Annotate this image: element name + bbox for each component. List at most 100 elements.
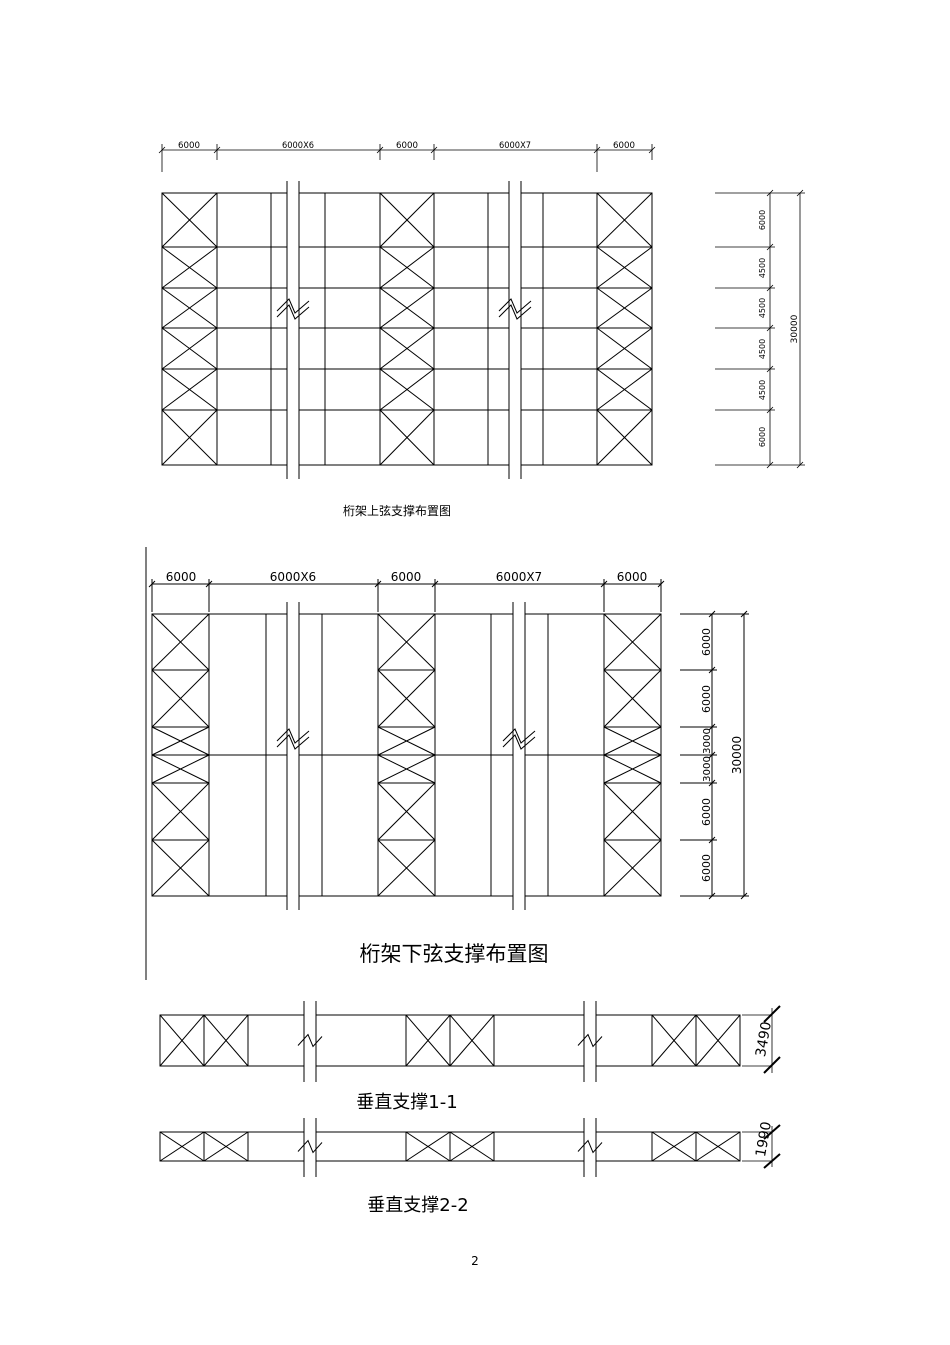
top-bracing-cross xyxy=(379,368,435,411)
top-dim-side-6: 6000 xyxy=(758,427,767,447)
top-break-1-zigzag xyxy=(276,298,310,314)
section-1-break-zigzag xyxy=(297,1033,323,1048)
top-break-2-mask xyxy=(509,181,521,477)
bottom-bracing-cross xyxy=(377,669,436,728)
top-bracing-cross xyxy=(161,368,218,411)
top-bracing-cross xyxy=(596,287,653,329)
top-bracing-cross xyxy=(596,192,653,248)
top-bracing-cross xyxy=(596,327,653,370)
top-dim-side-1: 6000 xyxy=(758,210,767,230)
top-dim-bay-2: 6000X6 xyxy=(282,141,314,151)
top-dim-side-2: 4500 xyxy=(758,258,767,278)
top-bracing-cross xyxy=(161,327,218,370)
bottom-bracing-cross xyxy=(151,839,210,897)
vertical-bracing-section-1-1: 3490 垂直支撑1-1 xyxy=(159,1001,781,1113)
section-2-bracing-cross xyxy=(449,1131,495,1162)
bottom-dim-bay-2: 6000X6 xyxy=(270,570,316,584)
top-bracing-cross xyxy=(596,368,653,411)
top-dim-bay-5: 6000 xyxy=(613,141,635,151)
bottom-bracing-cross xyxy=(377,613,436,671)
section-1-bracing-cross xyxy=(695,1014,741,1067)
bottom-side-dimensions: 6000 6000 3000 3000 6000 6000 30000 xyxy=(680,610,749,900)
section-2-break-zigzag xyxy=(297,1139,323,1154)
section-1-break-zigzag xyxy=(577,1033,603,1048)
bottom-bracing-cross xyxy=(151,669,210,728)
section-2-height-label: 1990 xyxy=(753,1120,775,1158)
top-outline xyxy=(161,192,653,466)
top-break-2-zigzag xyxy=(498,298,532,314)
top-break-1-mask xyxy=(287,181,299,477)
section-2-bracing-cross xyxy=(159,1131,205,1162)
bottom-bay-dimensions: 6000 6000X6 6000 6000X7 6000 xyxy=(148,570,665,612)
bottom-bracing-cross xyxy=(151,754,210,784)
section-1-caption: 垂直支撑1-1 xyxy=(356,1092,457,1113)
top-bracing-cross xyxy=(596,409,653,466)
top-break-2-zigzag xyxy=(498,304,532,320)
top-dim-total: 30000 xyxy=(790,314,800,343)
bottom-break-1-zigzag xyxy=(276,734,310,750)
top-dim-bay-3: 6000 xyxy=(396,141,418,151)
top-dim-side-3: 4500 xyxy=(758,298,767,318)
bottom-bracing-cross xyxy=(603,669,662,728)
top-side-dimensions: 6000 4500 4500 4500 4500 6000 30000 xyxy=(715,189,805,469)
top-bracing-cross xyxy=(379,409,435,466)
section-1-height-dimension: 3490 xyxy=(742,1005,781,1074)
bottom-bracing-cross xyxy=(151,782,210,841)
top-dim-side-5: 4500 xyxy=(758,380,767,400)
top-bay-dimensions: 6000 6000X6 6000 6000X7 6000 xyxy=(158,141,656,172)
bottom-bracing-cross xyxy=(603,839,662,897)
section-2-bracing-cross xyxy=(695,1131,741,1162)
top-break-1-zigzag xyxy=(276,304,310,320)
section-1-bracing-cross xyxy=(449,1014,495,1067)
section-2-bracing-cross xyxy=(203,1131,249,1162)
bottom-dim-total: 30000 xyxy=(730,736,744,774)
top-chord-bracing-plan: 6000 6000X6 6000 6000X7 6000 xyxy=(158,141,805,518)
bottom-dim-bay-5: 6000 xyxy=(617,570,648,584)
bottom-break-1-zigzag xyxy=(276,728,310,744)
bottom-bracing-cross xyxy=(603,613,662,671)
top-bracing-cross xyxy=(379,192,435,248)
top-bracing-cross xyxy=(161,287,218,329)
section-2-bracing-cross xyxy=(405,1131,451,1162)
bottom-bracing-cross xyxy=(603,726,662,756)
bottom-bracing-cross xyxy=(603,754,662,784)
page-number: 2 xyxy=(471,1254,479,1268)
top-bracing-cross xyxy=(379,287,435,329)
section-1-bracing-cross xyxy=(203,1014,249,1067)
section-1-bracing-cross xyxy=(405,1014,451,1067)
section-1-bracing-cross xyxy=(651,1014,697,1067)
section-1-height-label: 3490 xyxy=(753,1020,775,1058)
top-bracing-cross xyxy=(596,246,653,289)
bottom-break-2-zigzag xyxy=(502,728,536,744)
bottom-bracing-cross xyxy=(377,782,436,841)
section-2-caption: 垂直支撑2-2 xyxy=(367,1195,468,1216)
bottom-dim-side-3: 3000 xyxy=(702,728,713,754)
bottom-bracing-cross xyxy=(603,782,662,841)
top-bracing-cross xyxy=(161,192,218,248)
section-2-height-dimension: 1990 xyxy=(742,1120,781,1169)
top-dim-side-4: 4500 xyxy=(758,339,767,359)
top-dim-bay-4: 6000X7 xyxy=(499,141,531,151)
bottom-dim-bay-1: 6000 xyxy=(166,570,197,584)
top-bracing-cross xyxy=(379,246,435,289)
top-bracing-cross xyxy=(379,327,435,370)
bottom-break-2-mask xyxy=(513,602,525,908)
bottom-plan-caption: 桁架下弦支撑布置图 xyxy=(360,942,549,966)
bottom-dim-side-6: 6000 xyxy=(700,854,713,882)
bottom-dim-bay-4: 6000X7 xyxy=(496,570,542,584)
bottom-bracing-cross xyxy=(151,613,210,671)
bottom-dim-side-4: 3000 xyxy=(702,756,713,782)
bottom-break-2-zigzag xyxy=(502,734,536,750)
vertical-bracing-section-2-2: 1990 垂直支撑2-2 xyxy=(159,1118,781,1216)
section-2-break-zigzag xyxy=(577,1139,603,1154)
bottom-break-1-mask xyxy=(287,602,299,908)
bottom-bracing-cross xyxy=(377,754,436,784)
bottom-dim-bay-3: 6000 xyxy=(391,570,422,584)
section-1-bracing-cross xyxy=(159,1014,205,1067)
bottom-dim-side-5: 6000 xyxy=(700,798,713,826)
top-bracing-cross xyxy=(161,246,218,289)
bottom-bracing-cross xyxy=(377,726,436,756)
bottom-dim-side-2: 6000 xyxy=(700,685,713,713)
bottom-chord-bracing-plan: 6000 6000X6 6000 6000X7 6000 6000 xyxy=(148,570,749,966)
